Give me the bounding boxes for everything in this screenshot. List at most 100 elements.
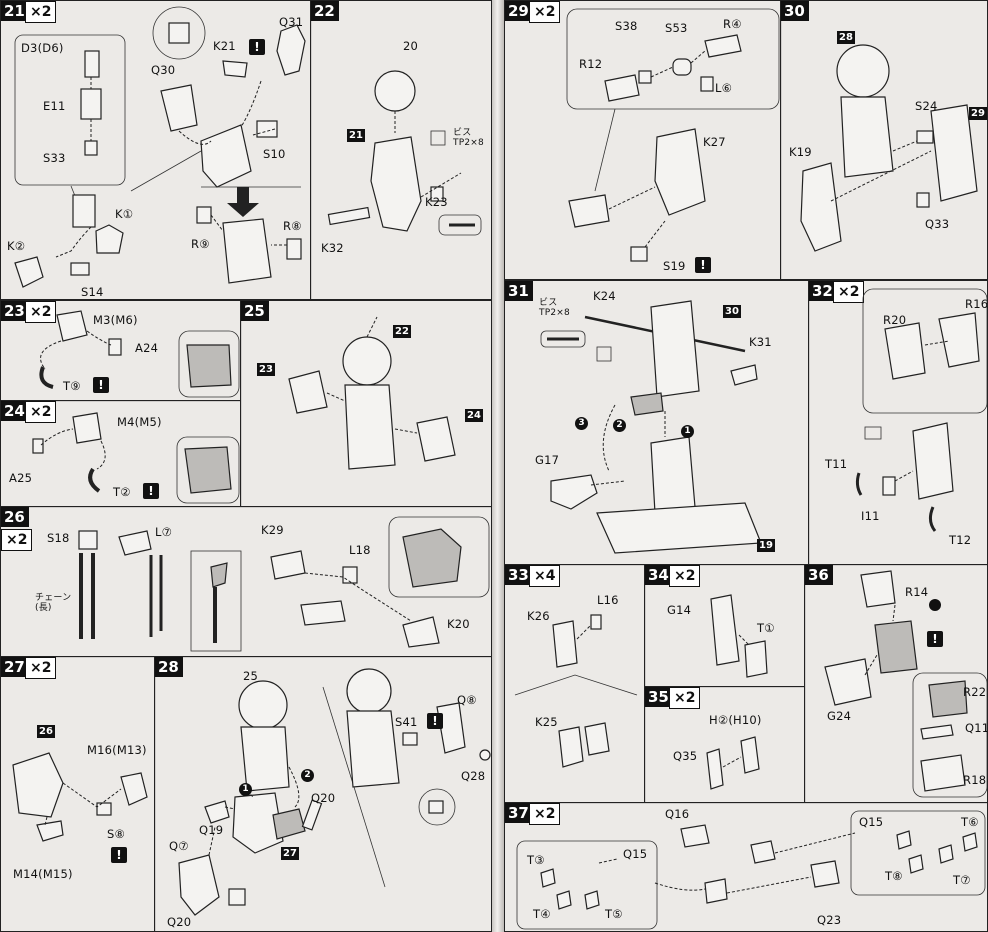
order-marker: 1 (681, 425, 694, 438)
quantity-badge: ×2 (833, 281, 865, 303)
part-label: K29 (261, 523, 284, 537)
part-label: T11 (825, 457, 848, 471)
part-label: T⑧ (885, 869, 903, 883)
right-page: 29 ×2 S38 S53 R④ R12 L⑥ K27 S19 ! 30 (504, 0, 988, 932)
step-24-drawing (32, 412, 240, 504)
part-label: L18 (349, 543, 371, 557)
quantity-badge: ×2 (25, 301, 57, 323)
step-23-drawing (39, 310, 240, 398)
part-label: R18 (963, 773, 987, 787)
warning-icon: ! (927, 631, 943, 647)
reference-step: 30 (723, 305, 741, 318)
part-label: Q19 (199, 823, 224, 837)
step-27-panel: 27 ×2 26 M16(M13) S⑧ ! M14(M15) (0, 656, 156, 932)
step-number: 26 (1, 507, 29, 527)
step-number: 25 (241, 301, 269, 321)
step-26-drawing (78, 516, 490, 652)
part-label: K24 (593, 289, 616, 303)
left-page: 21 ×2 D (0, 0, 492, 932)
step-35-panel: 35 ×2 H②(H10) Q35 (644, 686, 806, 804)
reference-step: 27 (281, 847, 299, 860)
screw-label: ビス TP2×8 (453, 128, 484, 148)
warning-icon: ! (249, 39, 265, 55)
part-label: R16 (965, 297, 988, 311)
step-37-drawing (516, 810, 986, 930)
step-number: 32 (809, 281, 837, 301)
order-marker: 2 (301, 769, 314, 782)
step-22-panel: 22 20 21 ビス TP2×8 K23 K32 (310, 0, 492, 300)
part-label: T④ (533, 907, 551, 921)
step-29-panel: 29 ×2 S38 S53 R④ R12 L⑥ K27 S19 ! (504, 0, 782, 280)
quantity-badge: ×2 (669, 687, 701, 709)
part-label: S10 (263, 147, 286, 161)
step-number: 28 (155, 657, 183, 677)
step-36-drawing (824, 570, 987, 798)
part-label: L16 (597, 593, 619, 607)
step-number: 34 (645, 565, 673, 585)
part-label: S33 (43, 151, 66, 165)
reference-step: 29 (969, 107, 987, 120)
warning-icon: ! (93, 377, 109, 393)
quantity-badge: ×2 (25, 657, 57, 679)
part-label: Q30 (151, 63, 176, 77)
book-gutter (492, 0, 504, 932)
step-25-panel: 25 22 23 24 (240, 300, 492, 508)
quantity-badge: ×2 (669, 565, 701, 587)
step-number: 37 (505, 803, 533, 823)
step-34-panel: 34 ×2 G14 T① (644, 564, 806, 688)
part-label: Q31 (279, 15, 304, 29)
part-label: R12 (579, 57, 603, 71)
step-number: 30 (781, 1, 809, 21)
part-label: Q15 (859, 815, 884, 829)
reference-step: 26 (37, 725, 55, 738)
order-marker: 1 (239, 783, 252, 796)
step-21-drawing (14, 6, 306, 288)
part-label: Q11 (965, 721, 988, 735)
part-label: S18 (47, 531, 70, 545)
warning-icon: ! (695, 257, 711, 273)
quantity-badge: ×4 (529, 565, 561, 587)
part-label: Q16 (665, 807, 690, 821)
screw-label: ビス TP2×8 (539, 298, 570, 318)
part-label: M16(M13) (87, 743, 147, 757)
part-label: G17 (535, 453, 560, 467)
reference-step: 23 (257, 363, 275, 376)
step-29-drawing (566, 8, 780, 262)
part-label: K27 (703, 135, 726, 149)
step-34-drawing (710, 594, 768, 678)
step-27-drawing (12, 752, 148, 842)
step-number: 23 (1, 301, 29, 321)
step-32-drawing (855, 288, 987, 532)
step-32-panel: 32 ×2 R20 R16 T11 I11 T12 (808, 280, 988, 566)
part-label: T② (113, 485, 131, 499)
step-number: 27 (1, 657, 29, 677)
part-label: T⑥ (961, 815, 979, 829)
part-label: H②(H10) (709, 713, 762, 727)
part-label: K② (7, 239, 26, 253)
step-28-drawing (178, 668, 491, 916)
part-label: Q35 (673, 749, 698, 763)
quantity-badge: ×2 (529, 1, 561, 23)
part-label: 25 (243, 669, 259, 683)
reference-step: 21 (347, 129, 365, 142)
step-36-panel: 36 R14 ! G24 R22 Q11 R18 (804, 564, 988, 804)
part-label: Q28 (461, 769, 486, 783)
step-number: 22 (311, 1, 339, 21)
reference-step: 24 (465, 409, 483, 422)
reference-step: 19 (757, 539, 775, 552)
step-number: 35 (645, 687, 673, 707)
step-28-panel: 28 25 1 2 Q20 Q⑦ Q19 27 Q20 S41 (154, 656, 492, 932)
part-label: 20 (403, 39, 419, 53)
part-label: K31 (749, 335, 772, 349)
step-31-drawing (540, 300, 762, 554)
part-label: Q20 (167, 915, 192, 929)
part-label: K21 (213, 39, 236, 53)
step-22-drawing (327, 70, 482, 236)
part-label: Q20 (311, 791, 336, 805)
part-label: R14 (905, 585, 929, 599)
step-33-panel: 33 ×4 K26 L16 K25 (504, 564, 646, 804)
part-label: S19 (663, 259, 686, 273)
step-21-panel: 21 ×2 D (0, 0, 312, 300)
part-label: T① (757, 621, 775, 635)
part-label: S53 (665, 21, 688, 35)
